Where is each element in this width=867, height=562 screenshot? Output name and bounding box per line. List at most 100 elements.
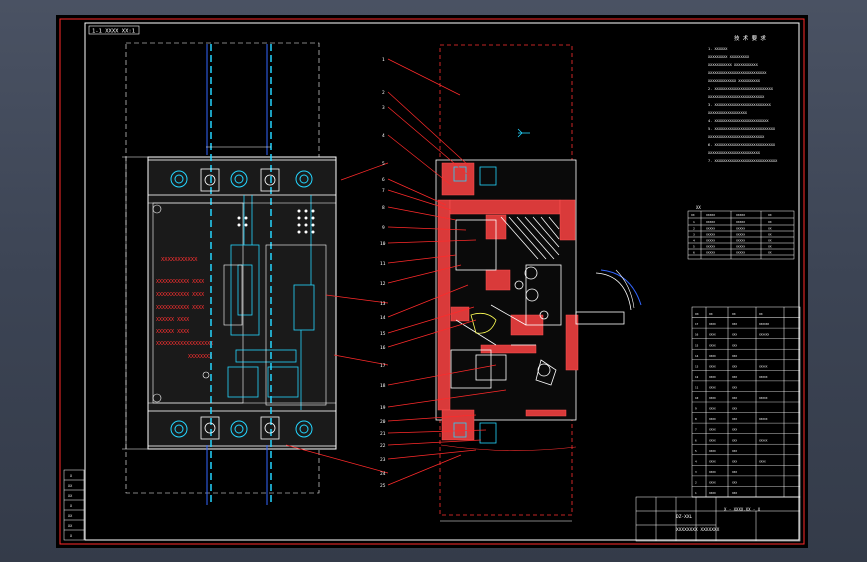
parts-cell: XXXXX xyxy=(759,438,768,442)
callout-number: 21 xyxy=(380,431,386,437)
parts-header-cell: XX xyxy=(695,312,699,316)
table-cell: 6 xyxy=(693,251,695,255)
parts-cell: 5 xyxy=(695,449,697,453)
drawing-viewport[interactable]: 1-1 XXXX XX:1 XXXXXXXXXXX XXXXXXXXXXX XX… xyxy=(56,15,808,548)
small-table-grid xyxy=(687,210,795,260)
table-cell: XXXXX xyxy=(736,213,745,217)
table-cell: 3 xyxy=(693,233,695,237)
notes-line: 1. XXXXXX xyxy=(708,47,728,51)
notes-line: 7. XXXXXXXXXXXXXXXXXXXXXXXXXXXXX xyxy=(708,159,778,163)
outer-frame xyxy=(59,18,805,545)
parts-cell: 14 xyxy=(695,354,699,358)
callout-number: 18 xyxy=(380,383,386,389)
parts-cell: 12 xyxy=(695,375,699,379)
callout-number: 22 xyxy=(380,443,386,449)
parts-cell: XXXXXX xyxy=(759,333,769,337)
table-cell: XX xyxy=(768,227,772,231)
parts-cell: XXXX xyxy=(709,333,716,337)
technical-notes: 技 术 要 求 1. XXXXXX XXXXXXXXX XXXXXXXXX XX… xyxy=(708,34,778,163)
parts-cell: 9 xyxy=(695,407,697,411)
parts-cell: XXX xyxy=(732,396,737,400)
upper-terminal-block xyxy=(147,159,337,196)
callout-number: 10 xyxy=(380,241,386,247)
notes-line: 6. XXXXXXXXXXXXXXXXXXXXXXXXXXXX xyxy=(708,143,776,147)
parts-cell: XXX xyxy=(732,438,737,442)
parts-cell: XXXXXX xyxy=(759,322,769,326)
callout-number: 24 xyxy=(380,471,386,477)
nameplate-line: XXXXXXXX xyxy=(188,354,212,360)
table-cell: 2 xyxy=(693,227,695,231)
parts-cell: XXXX xyxy=(709,459,716,463)
table-cell: 4 xyxy=(693,239,695,243)
notes-line: XXXXXXXXXXXXXXXXXXXXXXXXXX xyxy=(708,135,765,139)
callout-number: 8 xyxy=(382,205,385,211)
strip-cell: XX xyxy=(68,514,73,518)
parts-cell: XXXX xyxy=(709,491,716,495)
parts-cell: 4 xyxy=(695,459,697,463)
drawing-title-line2: XXXXXXXX XXXXXXX xyxy=(676,527,720,533)
table-cell: 5 xyxy=(693,245,695,249)
parts-cell: XXX xyxy=(732,333,737,337)
parts-cell: XXXX xyxy=(709,396,716,400)
parts-cell: XXXXX xyxy=(759,417,768,421)
parts-cell: 8 xyxy=(695,417,697,421)
table-cell: XX xyxy=(768,220,772,224)
parts-cell: 7 xyxy=(695,428,697,432)
upper-terminals xyxy=(170,170,313,188)
table-cell: XXXXX xyxy=(706,239,715,243)
nameplate-line: XXXXXXXXXXXXXXXXXXX xyxy=(156,341,213,347)
callout-number: 3 xyxy=(382,105,385,111)
parts-cell: 11 xyxy=(695,385,699,389)
parts-cell: XXX xyxy=(732,491,737,495)
front-view[interactable]: XXXXXXXXXXX XXXXXXXXXXX XXXX XXXXXXXXXXX… xyxy=(122,42,337,505)
parts-cell: 16 xyxy=(695,333,699,337)
parts-cell: XXX xyxy=(732,385,737,389)
section-view[interactable] xyxy=(435,44,642,522)
callout-number: 14 xyxy=(380,315,386,321)
table-cell: XXXXX xyxy=(736,220,745,224)
parts-cell: 6 xyxy=(695,438,697,442)
operating-handle xyxy=(575,272,632,325)
handle-position-arc xyxy=(615,269,635,309)
lower-terminal-block xyxy=(147,410,337,447)
notes-line: XXXXXXXXXXXXX XXXXXXXXXX xyxy=(708,79,761,83)
nameplate-line: XXXXXX XXXX xyxy=(156,317,189,323)
parts-header-cell: XX xyxy=(732,312,736,316)
parts-header-cell: XX xyxy=(759,312,763,316)
strip-cell: X xyxy=(70,474,73,478)
callout-number: 7 xyxy=(382,188,385,194)
notes-line: 3. XXXXXXXXXXXXXXXXXXXXXXXXXX xyxy=(708,103,772,107)
table-cell: XXXXX xyxy=(706,233,715,237)
table-cell: 1 xyxy=(693,220,695,224)
callout-number: 5 xyxy=(382,161,385,167)
cad-drawing[interactable]: 1-1 XXXX XX:1 XXXXXXXXXXX XXXXXXXXXXX XX… xyxy=(56,15,808,548)
parts-cell: XXXX xyxy=(709,322,716,326)
notes-line: 5. XXXXXXXXXXXXXXXXXXXXXXXXXXXX xyxy=(708,127,776,131)
parts-cell: XXXXX xyxy=(759,364,768,368)
lower-terminal-screws xyxy=(200,416,280,440)
table-cell: XXXXX xyxy=(736,245,745,249)
parts-cell: 15 xyxy=(695,343,699,347)
notes-line: XXXXXXXXXXX XXXXXXXXXXX xyxy=(708,63,759,67)
parts-cell: 1 xyxy=(695,491,697,495)
parts-cell: 10 xyxy=(695,396,699,400)
internal-mechanism xyxy=(227,195,315,410)
callout-number: 11 xyxy=(380,261,386,267)
callout-number: 6 xyxy=(382,177,385,183)
table-cell: XX xyxy=(768,213,772,217)
strip-cell: XX xyxy=(68,484,73,488)
parts-cell: XXXX xyxy=(709,428,716,432)
parts-cell: XXX xyxy=(732,449,737,453)
parts-cell: XXXX xyxy=(759,459,766,463)
parts-cell: XXX xyxy=(732,470,737,474)
parts-cell: XXX xyxy=(732,343,737,347)
table-cell: XXXXX xyxy=(706,227,715,231)
small-table: XX XX XXXXX XXXXX XX 1 XXXXX XXXXX XX 2 … xyxy=(687,205,795,260)
parts-cell: XXXX xyxy=(709,343,716,347)
parts-cell: XXX xyxy=(732,364,737,368)
parts-cell: XXXX xyxy=(709,364,716,368)
upper-terminal-screws xyxy=(200,168,280,192)
parts-cell: XXXX xyxy=(709,470,716,474)
callout-number: 12 xyxy=(380,281,386,287)
